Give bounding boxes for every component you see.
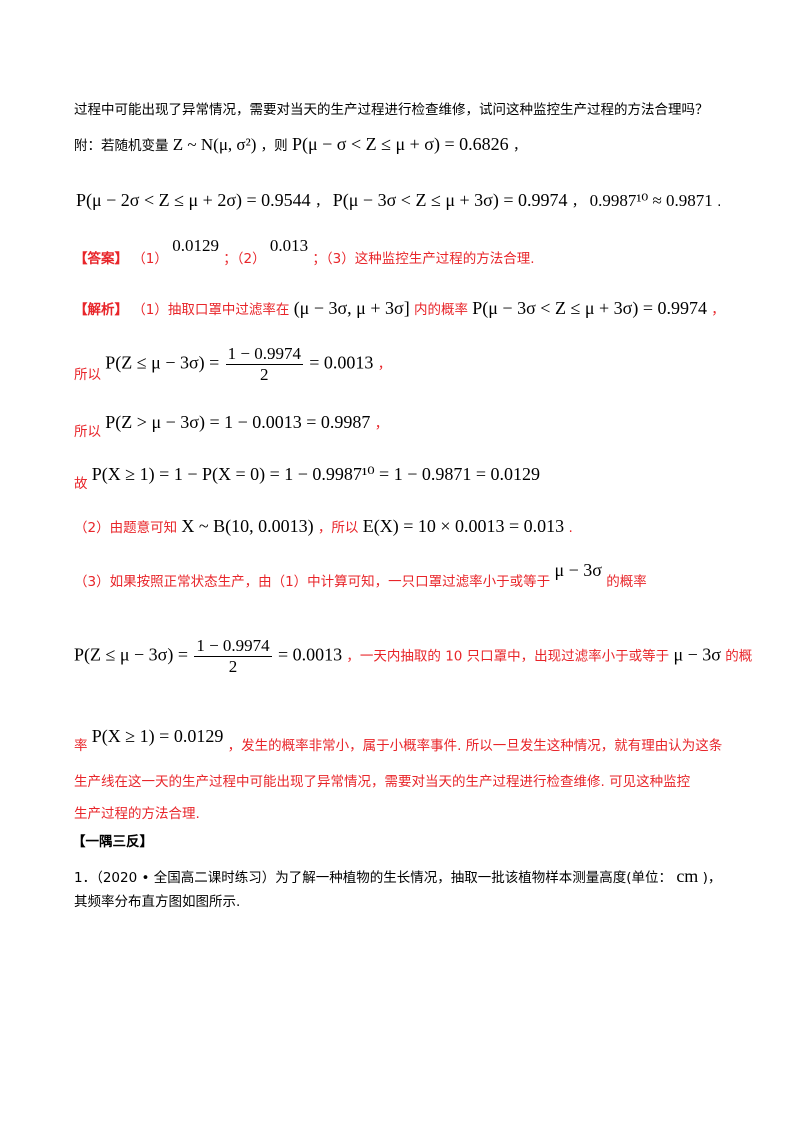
math-formula: P(Z ≤ μ − 3σ) = bbox=[74, 644, 189, 665]
math-formula: P(X ≥ 1) = 1 − P(X = 0) = 1 − 0.9987¹⁰ =… bbox=[91, 464, 540, 484]
analysis-text: ，发生的概率非常小，属于小概率事件. 所以一旦发生这种情况，就有理由认为这条 bbox=[227, 738, 723, 754]
text-line-1: 过程中可能出现了异常情况，需要对当天的生产过程进行检查维修，试问这种监控生产过程… bbox=[74, 100, 709, 120]
analysis-text: （3）如果按照正常状态生产，由（1）中计算可知，一只口罩过滤率小于或等于 bbox=[74, 574, 551, 590]
fraction-denominator: 2 bbox=[228, 657, 238, 676]
analysis-text: . bbox=[568, 520, 573, 536]
math-formula: P(μ − 2σ < Z ≤ μ + 2σ) = 0.9544 bbox=[76, 190, 311, 210]
math-interval: (μ − 3σ, μ + 3σ] bbox=[293, 298, 410, 318]
analysis-line-9: 生产线在这一天的生产过程中可能出现了异常情况，需要对当天的生产过程进行检查维修.… bbox=[74, 772, 690, 792]
section-title: 【一隅三反】 bbox=[72, 834, 153, 850]
analysis-text: 的概率 bbox=[606, 574, 647, 590]
analysis-text: ，一天内抽取的 10 只口罩中，出现过滤率小于或等于 bbox=[346, 648, 670, 665]
paragraph-text: . bbox=[717, 194, 722, 210]
text-line-3: P(μ − 2σ < Z ≤ μ + 2σ) = 0.9544 ， P(μ − … bbox=[76, 190, 721, 212]
text-line-2: 附：若随机变量 Z ~ N(μ, σ²) ，则 P(μ − σ < Z ≤ μ … bbox=[74, 134, 526, 156]
analysis-line-4: 故 P(X ≥ 1) = 1 − P(X = 0) = 1 − 0.9987¹⁰… bbox=[74, 464, 540, 492]
math-formula: P(μ − 3σ < Z ≤ μ + 3σ) = 0.9974 bbox=[472, 298, 707, 318]
answer-value-2: 0.013 bbox=[269, 236, 309, 255]
math-expression: μ − 3σ bbox=[673, 644, 721, 665]
fraction-denominator: 2 bbox=[260, 365, 269, 384]
analysis-text: （1）抽取口罩中过滤率在 bbox=[132, 302, 290, 318]
analysis-text: 内的概率 bbox=[413, 302, 468, 318]
analysis-text: 率 bbox=[74, 738, 88, 754]
math-formula: E(X) = 10 × 0.0013 = 0.013 bbox=[362, 516, 565, 536]
analysis-label: 【解析】 bbox=[74, 302, 128, 318]
math-formula: P(Z ≤ μ − 3σ) = bbox=[105, 352, 220, 373]
answer-text: （1） bbox=[132, 251, 168, 267]
unit-text: cm bbox=[676, 866, 699, 886]
math-fraction: 1 − 0.9974 2 bbox=[194, 636, 272, 677]
math-formula: P(X ≥ 1) = 0.0129 bbox=[91, 726, 224, 746]
analysis-text: 故 bbox=[74, 476, 88, 492]
fraction-numerator: 1 − 0.9974 bbox=[194, 636, 272, 657]
question-text: 其频率分布直方图如图所示. bbox=[74, 894, 241, 910]
math-fraction: 1 − 0.9974 2 bbox=[225, 344, 303, 385]
section-heading: 【一隅三反】 bbox=[72, 832, 153, 852]
analysis-line-8: 率 P(X ≥ 1) = 0.0129 ，发生的概率非常小，属于小概率事件. 所… bbox=[74, 726, 722, 754]
analysis-line-5: （2）由题意可知 X ~ B(10, 0.0013) ，所以 E(X) = 10… bbox=[74, 516, 573, 538]
analysis-text: ， bbox=[374, 416, 389, 432]
paragraph-text: ， bbox=[314, 194, 329, 210]
question-line-1: 1．（2020 • 全国高二课时练习）为了解一种植物的生长情况，抽取一批该植物样… bbox=[74, 866, 721, 888]
analysis-line-7: P(Z ≤ μ − 3σ) = 1 − 0.9974 2 = 0.0013 ，一… bbox=[74, 636, 752, 677]
answer-text: ；（3）这种监控生产过程的方法合理. bbox=[312, 251, 535, 267]
math-formula: P(Z > μ − 3σ) = 1 − 0.0013 = 0.9987 bbox=[105, 412, 371, 432]
math-distribution: Z ~ N(μ, σ²) bbox=[172, 135, 257, 154]
paragraph-text: ， bbox=[512, 138, 527, 154]
math-formula: 0.9987¹⁰ ≈ 0.9871 bbox=[589, 191, 713, 210]
analysis-text: 的概 bbox=[725, 648, 753, 665]
math-formula: = 0.0013 bbox=[309, 352, 374, 373]
math-expression: μ − 3σ bbox=[554, 560, 602, 580]
answer-line: 【答案】 （1） 0.0129 ；（2） 0.013 ；（3）这种监控生产过程的… bbox=[74, 236, 535, 269]
analysis-line-10: 生产过程的方法合理. bbox=[74, 804, 200, 824]
analysis-text: ， bbox=[377, 356, 392, 373]
analysis-line-1: 【解析】 （1）抽取口罩中过滤率在 (μ − 3σ, μ + 3σ] 内的概率 … bbox=[74, 298, 725, 320]
answer-label: 【答案】 bbox=[74, 251, 128, 267]
question-text: )， bbox=[702, 870, 722, 886]
math-formula: P(μ − σ < Z ≤ μ + σ) = 0.6826 bbox=[291, 134, 509, 154]
math-distribution: X ~ B(10, 0.0013) bbox=[181, 516, 314, 536]
analysis-text: （2）由题意可知 bbox=[74, 520, 178, 536]
paragraph-text: 过程中可能出现了异常情况，需要对当天的生产过程进行检查维修，试问这种监控生产过程… bbox=[74, 102, 709, 118]
answer-text: ；（2） bbox=[223, 251, 266, 267]
analysis-text: 生产线在这一天的生产过程中可能出现了异常情况，需要对当天的生产过程进行检查维修.… bbox=[74, 774, 691, 790]
paragraph-text: ， bbox=[571, 194, 586, 210]
analysis-text: 所以 bbox=[74, 366, 101, 383]
question-text: 1．（2020 • 全国高二课时练习）为了解一种植物的生长情况，抽取一批该植物样… bbox=[74, 870, 673, 886]
math-formula: = 0.0013 bbox=[277, 644, 343, 665]
analysis-text: 生产过程的方法合理. bbox=[74, 806, 200, 822]
analysis-line-3: 所以 P(Z > μ − 3σ) = 1 − 0.0013 = 0.9987 ， bbox=[74, 412, 389, 440]
math-formula: P(μ − 3σ < Z ≤ μ + 3σ) = 0.9974 bbox=[332, 190, 568, 210]
question-line-2: 其频率分布直方图如图所示. bbox=[74, 892, 240, 912]
paragraph-text: ，则 bbox=[260, 138, 288, 154]
analysis-line-6: （3）如果按照正常状态生产，由（1）中计算可知，一只口罩过滤率小于或等于 μ −… bbox=[74, 560, 647, 592]
analysis-text: ， bbox=[711, 302, 725, 318]
analysis-text: ，所以 bbox=[317, 520, 359, 536]
answer-value-1: 0.0129 bbox=[172, 236, 219, 255]
paragraph-text: 附：若随机变量 bbox=[74, 138, 169, 154]
analysis-text: 所以 bbox=[74, 424, 101, 440]
analysis-line-2: 所以 P(Z ≤ μ − 3σ) = 1 − 0.9974 2 = 0.0013… bbox=[74, 344, 391, 385]
fraction-numerator: 1 − 0.9974 bbox=[225, 344, 303, 365]
